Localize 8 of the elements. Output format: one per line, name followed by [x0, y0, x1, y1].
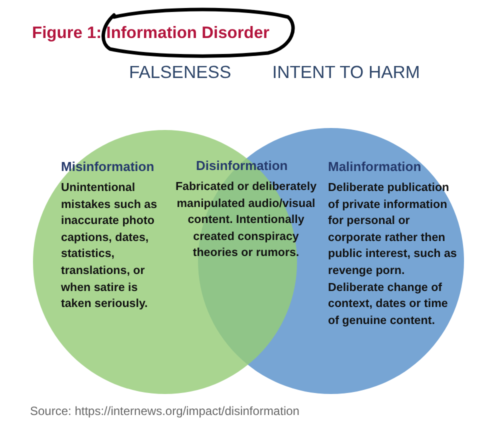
source-caption: Source: https://internews.org/impact/disinformation	[30, 404, 300, 418]
category-title: Malinformation	[328, 159, 422, 174]
category-description: Fabricated or deliberately manipulated audio/visual content. Intentionally created conspiracy theories or rumors.	[174, 179, 318, 262]
figure-title: Figure 1: Information Disorder	[32, 24, 270, 43]
category-title: Disinformation	[196, 158, 288, 173]
circle-heading: INTENT TO HARM	[272, 62, 420, 83]
circle-heading: FALSENESS	[129, 62, 232, 83]
category-description: Unintentional mistakes such as inaccurate photo captions, dates, statistics, translations, or when satire is taken seriously.	[61, 180, 158, 312]
